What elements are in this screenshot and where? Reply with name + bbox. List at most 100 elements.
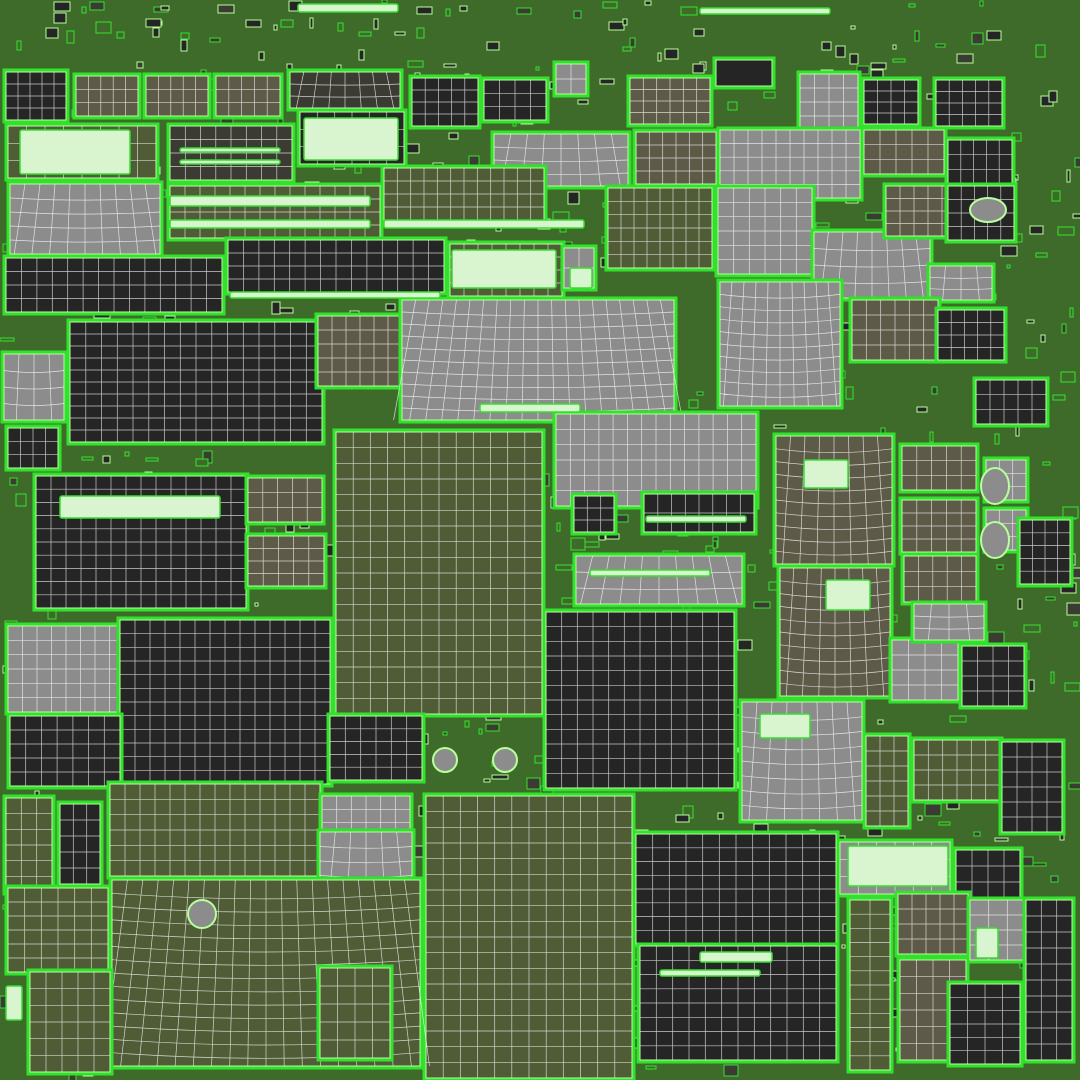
uv-wireframe-grid [898, 894, 968, 954]
uv-island-small [845, 386, 854, 400]
uv-island-small [1066, 602, 1080, 616]
uv-highlight-strip [179, 159, 281, 165]
uv-island-small [693, 28, 705, 37]
uv-island-small [737, 639, 753, 651]
uv-island-small [66, 30, 75, 44]
uv-island-small [931, 386, 938, 395]
uv-island-small [914, 30, 920, 42]
uv-island-small [136, 61, 144, 69]
uv-island-small [821, 41, 832, 51]
uv-island [4, 622, 128, 716]
uv-wireframe-grid [8, 888, 108, 972]
uv-island-small [1057, 226, 1075, 236]
uv-island-small [577, 99, 589, 105]
uv-seam-outline [946, 980, 1024, 1068]
uv-island-small [53, 1, 71, 12]
uv-seam-outline [972, 376, 1050, 428]
uv-island [626, 74, 714, 128]
uv-wireframe-grid [950, 984, 1020, 1064]
uv-island-small [245, 19, 262, 28]
uv-wireframe-grid [412, 78, 478, 126]
uv-island [636, 942, 840, 1064]
uv-island [860, 76, 922, 128]
uv-island-small [1061, 323, 1067, 334]
uv-island [552, 60, 590, 98]
uv-island-small [385, 303, 396, 311]
uv-island [972, 376, 1050, 428]
uv-island [898, 496, 980, 556]
uv-island-fill [947, 139, 1013, 185]
uv-island [944, 136, 1016, 188]
uv-wireframe-grid [574, 496, 614, 532]
uv-island-small [442, 731, 448, 736]
uv-island-small [445, 8, 451, 17]
uv-wireframe-grid [393, 299, 683, 421]
uv-island-fill [715, 59, 773, 87]
uv-wireframe-grid [956, 850, 1020, 898]
uv-island [106, 780, 324, 880]
uv-island [314, 312, 406, 390]
uv-islands [0, 56, 1076, 1080]
uv-wireframe-grid [146, 76, 208, 116]
uv-wireframe-grid [976, 380, 1046, 424]
uv-island-small [152, 27, 160, 38]
uv-island-fill [145, 75, 209, 117]
uv-island [898, 442, 980, 494]
uv-island-small [973, 831, 981, 837]
uv-island-small [815, 222, 830, 228]
uv-island-small [1066, 169, 1071, 183]
uv-wireframe-grid [913, 603, 985, 641]
uv-seam-outline [72, 72, 142, 120]
uv-island [244, 532, 328, 590]
uv-oval-island [969, 197, 1007, 223]
uv-island-small [180, 32, 190, 40]
uv-island [480, 76, 550, 124]
uv-island-small [956, 53, 974, 64]
uv-island-small [217, 4, 235, 14]
uv-island-small [1042, 461, 1051, 466]
uv-island-small [416, 27, 425, 39]
uv-island [632, 830, 840, 948]
uv-island-small [556, 522, 561, 532]
uv-seam-outline [640, 490, 758, 536]
uv-island-small [309, 17, 314, 29]
uv-seam-outline [932, 76, 1006, 130]
uv-island-small [938, 821, 951, 826]
uv-island [998, 738, 1066, 836]
uv-wireframe-grid [813, 231, 931, 299]
uv-island-small [116, 31, 125, 39]
uv-island-small [160, 5, 170, 11]
uv-highlight-strip [699, 7, 831, 15]
uv-seam-outline [6, 712, 124, 790]
uv-island-small [705, 545, 715, 553]
uv-wireframe-grid [719, 281, 841, 407]
uv-island [772, 432, 896, 568]
uv-wireframe-grid [892, 640, 958, 700]
uv-seam-outline [604, 184, 716, 272]
uv-island-small [381, 0, 388, 4]
uv-island-fill [573, 495, 615, 533]
uv-island [408, 74, 482, 130]
uv-wireframe-grid [330, 716, 422, 780]
uv-highlight-strip [847, 845, 949, 887]
uv-wireframe-grid [948, 140, 1012, 184]
uv-island [286, 68, 404, 112]
uv-island [932, 76, 1006, 130]
uv-island-small [717, 812, 724, 820]
uv-wireframe-grid [228, 240, 444, 292]
uv-highlight-strip [659, 969, 761, 977]
uv-island-small [1025, 347, 1038, 359]
uv-island-small [45, 27, 59, 39]
uv-island-small [1050, 671, 1055, 684]
uv-island-small [712, 540, 718, 549]
uv-wireframe-grid [3, 353, 65, 421]
uv-island-small [573, 10, 582, 19]
uv-island-small [478, 728, 483, 735]
uv-highlight-strip [825, 579, 871, 611]
uv-island-small [994, 837, 1009, 842]
uv-seam-outline [4, 122, 160, 182]
uv-island-small [280, 19, 294, 28]
uv-island [570, 492, 618, 536]
uv-wireframe-grid [866, 736, 908, 826]
